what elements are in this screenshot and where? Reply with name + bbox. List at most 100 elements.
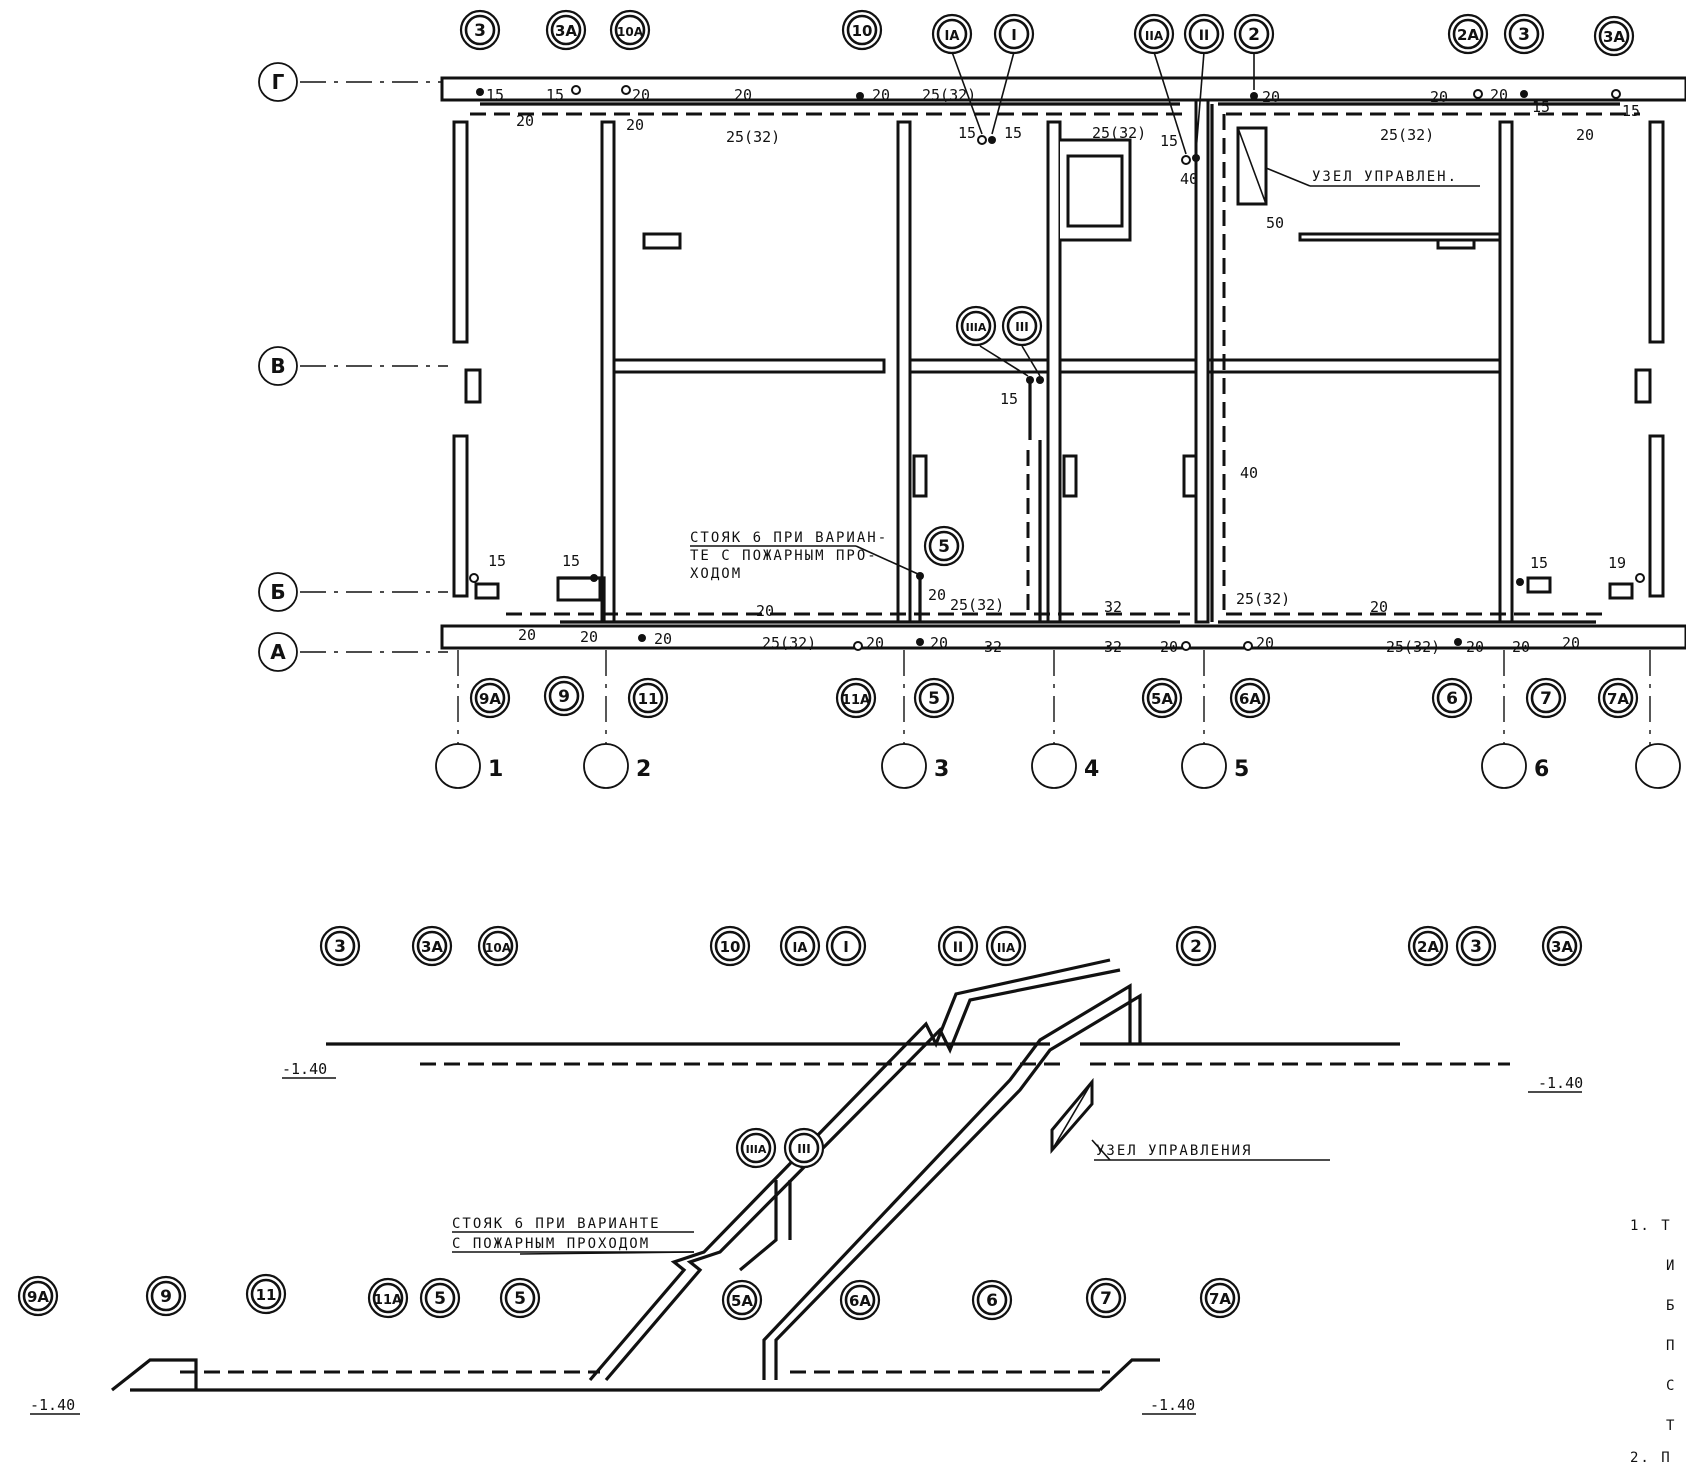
dim: 20 [930,634,948,652]
pipes-supply [480,102,1620,624]
riser-label: III [1015,320,1028,334]
dim: 20 [580,628,598,646]
riser-label: IА [793,941,808,956]
dim: 20 [756,602,774,620]
riser-label: 3 [474,21,486,41]
riser-label: 11 [638,690,659,708]
elevation-mark: -1.40 [1538,1074,1583,1092]
dim: 40 [1180,170,1198,188]
dim: 25(32) [726,128,780,146]
riser-label: 7А [1209,1290,1231,1308]
riser-label: 3 [334,937,346,957]
dim: 20 [1576,126,1594,144]
riser6-axon-line1: СТОЯК 6 ПРИ ВАРИАНТЕ [452,1216,661,1232]
control-unit-axon-label: УЗЕЛ УПРАВЛЕНИЯ [1096,1143,1252,1159]
riser-label: IIА [997,941,1016,955]
riser-label: 3А [555,22,577,40]
column-axis-label: 5 [1234,757,1249,782]
dim: 32 [1104,638,1122,656]
dim: 15 [546,86,564,104]
riser-label: 5 [928,689,940,709]
walls [440,76,1686,650]
dim: 20 [734,86,752,104]
dim: 20 [518,626,536,644]
plan-riser-5: 5 [923,525,965,567]
riser-label: 6 [1446,689,1458,709]
row-axis-label: Б [270,580,285,604]
riser6-note-axon: СТОЯК 6 ПРИ ВАРИАНТЕ С ПОЖАРНЫМ ПРОХОДОМ [452,1216,695,1255]
riser-label: 7 [1540,689,1552,709]
riser-label: 10 [720,938,741,956]
riser-label: 9А [479,690,501,708]
note-line: Б [1666,1298,1676,1314]
dim: 50 [1266,214,1284,232]
riser-dots [469,85,1645,651]
control-unit-plan: УЗЕЛ УПРАВЛЕН. [1236,126,1480,206]
row-axis-bubbles: Г В Б А [258,62,298,672]
note-line: С [1666,1378,1676,1394]
riser-label: II [1199,28,1209,44]
riser-label: 10А [485,941,512,955]
dim: 15 [1004,124,1022,142]
riser-label: III [797,1142,810,1156]
note-2: 2. П [1630,1450,1672,1466]
riser-label: 10 [852,22,873,40]
axonometric-scheme: УЗЕЛ УПРАВЛЕНИЯ IIIА III СТОЯК 6 ПРИ ВАР… [17,925,1583,1415]
riser6-axon-line2: С ПОЖАРНЫМ ПРОХОДОМ [452,1236,650,1252]
dim: 20 [928,586,946,604]
dim: 20 [1512,638,1530,656]
row-axis-label: Г [272,70,285,94]
dim: 15 [1622,102,1640,120]
dim: 20 [516,112,534,130]
row-axis-lines [300,81,448,653]
column-axis-label: 1 [488,757,503,782]
column-axis-lines [457,650,1651,748]
column-axis-label: 3 [934,757,949,782]
dim: 25(32) [1092,124,1146,142]
riser6-note-plan: СТОЯК 6 ПРИ ВАРИАН- ТЕ С ПОЖАРНЫМ ПРО- Х… [690,530,919,582]
dim: 25(32) [1380,126,1434,144]
plan-riser-III: IIIА III [955,305,1043,377]
control-unit-axon: УЗЕЛ УПРАВЛЕНИЯ [1050,1077,1330,1161]
riser-label: 2 [1190,937,1202,957]
axon-mid-risers: IIIА III [735,1127,825,1272]
riser-label: 5 [938,537,950,557]
riser-label: 5 [434,1289,446,1309]
riser-label: IIА [1145,29,1164,43]
riser-label: 3А [421,938,443,956]
row-axis-label: В [270,354,285,378]
riser-label: 3А [1603,28,1625,46]
dim: 25(32) [762,634,816,652]
riser-label: 2А [1457,26,1479,44]
riser-label: 6А [1239,690,1261,708]
riser-label: 5А [731,1292,753,1310]
dim: 20 [866,634,884,652]
pipes-return [470,112,1640,616]
note-1: 1. Т [1630,1218,1672,1234]
riser-label: 7 [1100,1289,1112,1309]
riser-label: 3 [1518,25,1530,45]
axon-top-mains [326,1042,1510,1066]
elevation-mark: -1.40 [282,1060,327,1078]
riser-label: 11А [374,1293,402,1308]
riser-label: 9 [160,1287,172,1307]
dim: 19 [1608,554,1626,572]
riser-label: I [1011,26,1017,44]
plan-top-riser-rings: 3 3А 10А 10 IА I IIА II 2 2А 3 3А [459,9,1635,155]
column-axis-label: 2 [636,757,651,782]
dim: 20 [1370,598,1388,616]
riser-label: 3 [1470,937,1482,957]
dim: 25(32) [950,596,1004,614]
dim: 20 [872,86,890,104]
axon-bottom-riser-rings: 9А 9 11 11А 5 5 5А 6А 6 7 7А [17,1273,1241,1321]
dim: 15 [562,552,580,570]
axon-bottom-mains [111,1358,1160,1392]
dim: 40 [1240,464,1258,482]
riser-label: 7А [1607,690,1629,708]
riser-label: 2 [1248,25,1260,45]
dim: 20 [626,116,644,134]
dim: 32 [984,638,1002,656]
plan-dimensions: 15 20 15 20 20 20 25(32) 20 25(32) 15 15… [486,86,1640,656]
dim: 25(32) [1386,638,1440,656]
